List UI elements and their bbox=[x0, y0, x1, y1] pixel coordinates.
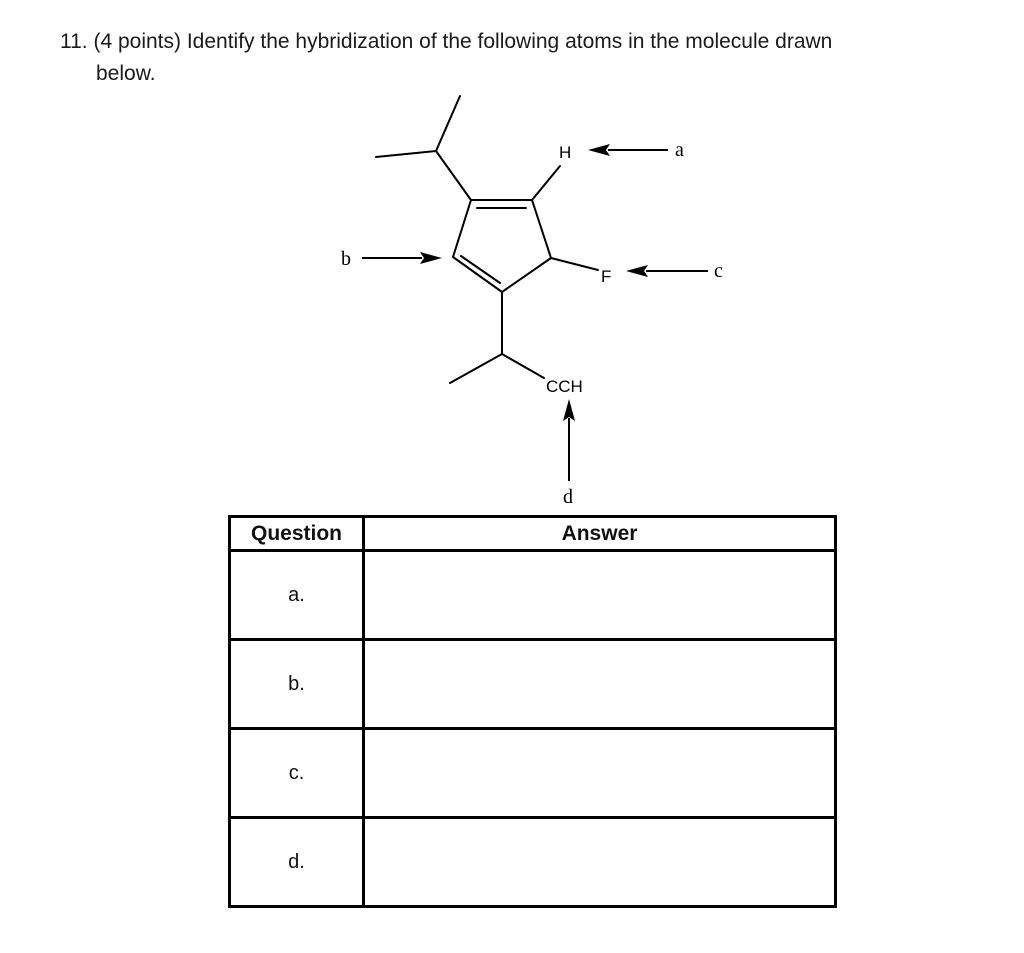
answer-cell-d[interactable] bbox=[362, 816, 837, 908]
arrow-c-icon bbox=[626, 265, 708, 277]
question-label-a: a. bbox=[228, 549, 365, 641]
table-row: b. bbox=[228, 638, 837, 730]
table-row: d. bbox=[228, 816, 837, 908]
arrow-d-icon bbox=[563, 399, 575, 481]
arrow-label-d: d bbox=[563, 486, 573, 508]
question-label-c: c. bbox=[228, 727, 365, 819]
arrow-label-c: c bbox=[714, 260, 723, 282]
table-row: c. bbox=[228, 727, 837, 819]
question-label-b: b. bbox=[228, 638, 365, 730]
arrow-label-b: b bbox=[341, 248, 351, 270]
question-label-d: d. bbox=[228, 816, 365, 908]
question-text-line-2: below. bbox=[96, 62, 156, 85]
atom-label-cch: CCH bbox=[546, 377, 583, 396]
table-header-row: Question Answer bbox=[228, 515, 837, 552]
molecule-bonds bbox=[375, 95, 599, 384]
header-question: Question bbox=[228, 515, 365, 552]
arrow-a-icon bbox=[588, 144, 668, 156]
table-row: a. bbox=[228, 549, 837, 641]
answer-cell-b[interactable] bbox=[362, 638, 837, 730]
arrow-label-a: a bbox=[675, 139, 684, 161]
answer-table: Question Answer a. b. c. d. bbox=[228, 515, 837, 908]
atom-label-h: H bbox=[559, 143, 571, 162]
question-text-line-1: 11. (4 points) Identify the hybridizatio… bbox=[60, 30, 833, 53]
header-answer: Answer bbox=[362, 515, 837, 552]
answer-cell-a[interactable] bbox=[362, 549, 837, 641]
arrow-b-icon bbox=[362, 252, 442, 264]
atom-label-f: F bbox=[601, 267, 611, 286]
answer-cell-c[interactable] bbox=[362, 727, 837, 819]
molecule-diagram: H F CCH a b c d bbox=[341, 95, 723, 508]
